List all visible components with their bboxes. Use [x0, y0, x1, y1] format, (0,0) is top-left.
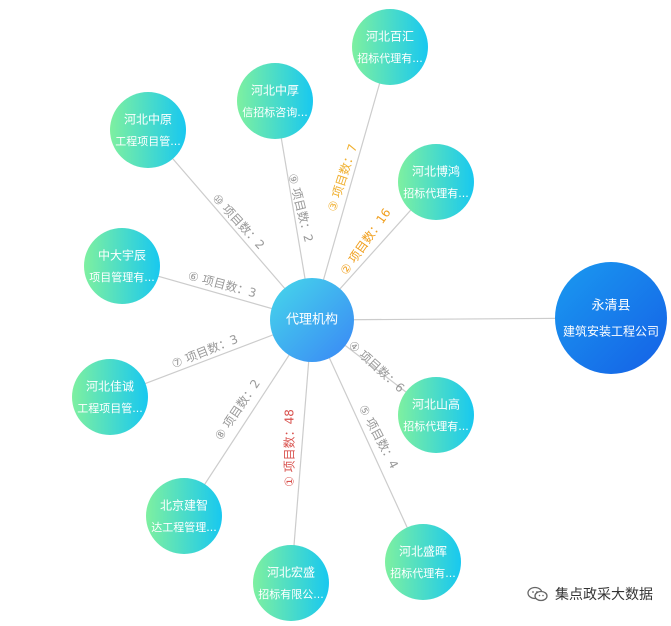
agency-name-line2: 招标代理有... [403, 419, 469, 433]
edge-label: ③ 项目数：7 [324, 142, 360, 213]
watermark-text: 集点政采大数据 [555, 587, 653, 603]
agency-name-line2: 达工程管理... [151, 520, 217, 534]
agency-name-line2: 招标有限公... [258, 587, 324, 601]
edge-label: ① 项目数：48 [282, 409, 297, 487]
agency-name-line2: 招标代理有... [357, 51, 423, 65]
edge-label: ⑧ 项目数：2 [211, 376, 263, 443]
agency-node[interactable]: 河北中厚信招标咨询... [237, 63, 313, 139]
agency-node-circle [72, 359, 148, 435]
client-name-line2: 建筑安装工程公司 [563, 324, 659, 339]
center-node-label: 代理机构 [286, 313, 338, 328]
agency-node[interactable]: 河北宏盛招标有限公... [253, 545, 329, 621]
agency-node-circle [398, 377, 474, 453]
edge-label: ⑤ 项目数：4 [356, 402, 402, 471]
client-node-circle [555, 262, 667, 374]
agency-node-circle [398, 144, 474, 220]
agency-name-line2: 招标代理有... [390, 566, 456, 580]
agency-name-line2: 项目管理有... [89, 270, 155, 284]
agency-node[interactable]: 河北佳诚工程项目管... [72, 359, 148, 435]
center-node-circle [270, 278, 354, 362]
edge-label: ② 项目数：16 [337, 205, 394, 277]
agency-name-line1: 河北百汇 [366, 30, 414, 44]
edge-label: ④ 项目数：6 [346, 337, 408, 395]
edge-center-agency [311, 46, 391, 321]
edge-center-agency [290, 319, 313, 584]
center-node[interactable]: 代理机构 [270, 278, 354, 362]
agency-node[interactable]: 河北中原工程项目管... [110, 92, 186, 168]
agency-node-circle [352, 9, 428, 85]
agency-name-line1: 河北博鸿 [412, 164, 460, 179]
wechat-icon [527, 586, 548, 602]
agency-name-line2: 信招标咨询... [242, 105, 308, 119]
agency-name-line1: 河北中厚 [251, 83, 299, 98]
nodes: 河北宏盛招标有限公...河北博鸿招标代理有...河北百汇招标代理有...河北山高… [72, 9, 667, 621]
agency-node-circle [84, 228, 160, 304]
agency-name-line2: 招标代理有... [403, 186, 469, 200]
agency-name-line2: 工程项目管... [115, 134, 181, 148]
agency-node-circle [146, 478, 222, 554]
edge-center-agency [311, 319, 424, 563]
agency-node-circle [237, 63, 313, 139]
edge-label: ⑩ 项目数：2 [209, 191, 268, 253]
agency-name-line1: 河北山高 [412, 397, 460, 412]
client-name-line1: 永清县 [591, 299, 630, 314]
agency-name-line1: 河北宏盛 [267, 565, 315, 580]
edge-label: ⑥ 项目数：3 [186, 268, 258, 301]
agency-node[interactable]: 河北山高招标代理有... [398, 377, 474, 453]
agency-node-circle [110, 92, 186, 168]
agency-node-circle [253, 545, 329, 621]
agency-name-line1: 河北盛晖 [399, 544, 447, 559]
agency-name-line1: 北京建智 [160, 498, 208, 513]
agency-node[interactable]: 河北百汇招标代理有... [352, 9, 428, 85]
agency-node-circle [385, 524, 461, 600]
agency-node[interactable]: 河北博鸿招标代理有... [398, 144, 474, 220]
edge-label: ⑨ 项目数：2 [285, 172, 317, 244]
watermark: 集点政采大数据 [527, 584, 653, 604]
agency-node[interactable]: 河北盛晖招标代理有... [385, 524, 461, 600]
agency-name-line1: 河北佳诚 [86, 380, 134, 394]
agency-name-line2: 工程项目管... [77, 401, 143, 415]
agency-name-line1: 中大宇辰 [98, 248, 146, 263]
agency-name-line1: 河北中原 [124, 112, 172, 127]
agency-node[interactable]: 中大宇辰项目管理有... [84, 228, 160, 304]
agency-node[interactable]: 北京建智达工程管理... [146, 478, 222, 554]
